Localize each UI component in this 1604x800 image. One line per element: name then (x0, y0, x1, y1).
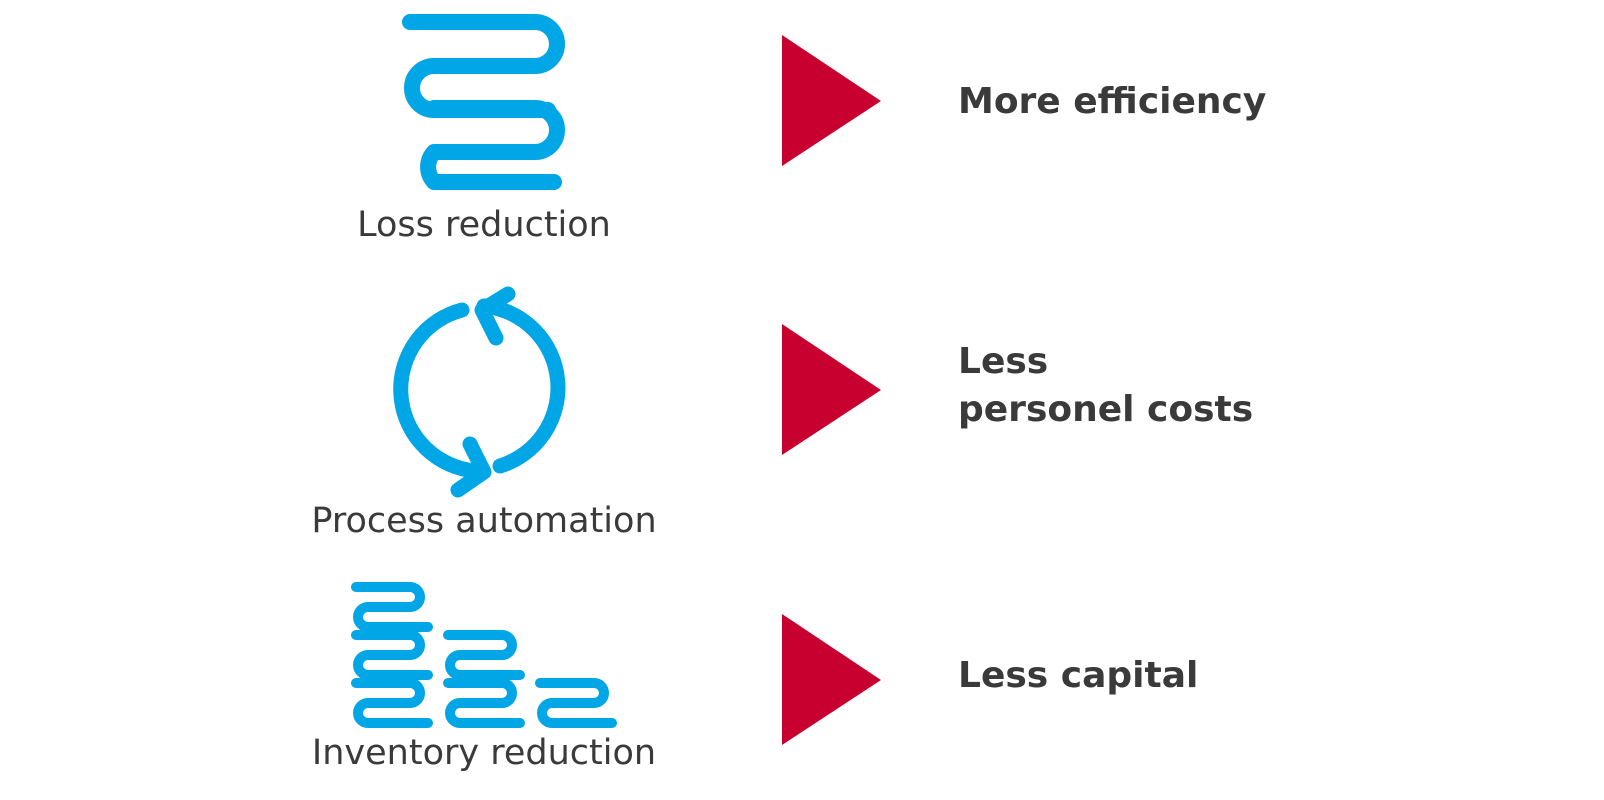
benefit-more-efficiency: More efficiency (958, 78, 1266, 126)
process-automation-label: Process automation (311, 501, 657, 541)
triangle-right-icon (782, 614, 881, 745)
triangle-right-icon (782, 324, 881, 455)
loss-reduction-label: Loss reduction (357, 205, 611, 245)
triangle-right-icon (782, 35, 881, 166)
benefit-line: Less capital (958, 655, 1199, 696)
stacked-coils-icon (402, 14, 565, 190)
inventory-reduction-label: Inventory reduction (311, 733, 657, 773)
benefit-less-personnel-costs: Less personel costs (958, 338, 1253, 434)
benefit-line: personel costs (958, 389, 1254, 430)
coil-stacks-decreasing-icon (348, 582, 616, 726)
benefit-line: More efficiency (958, 81, 1267, 122)
benefit-line: Less (958, 341, 1049, 382)
benefit-less-capital: Less capital (958, 652, 1198, 700)
cycle-arrows-icon (393, 286, 566, 498)
